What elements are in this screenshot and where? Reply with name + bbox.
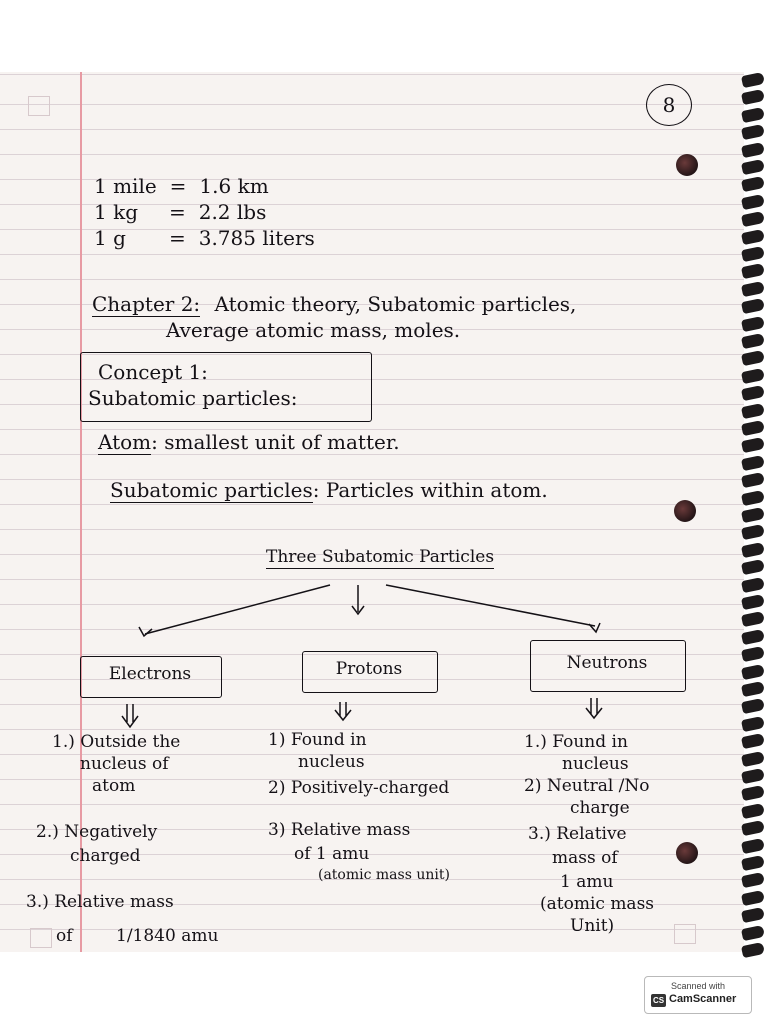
neutrons-mass-unit-cont: Unit) — [570, 916, 615, 936]
concept-box — [80, 352, 372, 422]
down-double-arrow — [121, 704, 139, 729]
conversion-equals: = — [168, 200, 186, 224]
subatomic-definition: Subatomic particles: Particles within at… — [110, 478, 548, 503]
arrowhead — [588, 622, 601, 634]
conversion-left: 1 mile — [94, 174, 157, 198]
conversion-row: 1 mile = 1.6 km — [94, 176, 269, 196]
notebook-paper — [0, 72, 744, 952]
protons-point-1: 1) Found in — [268, 730, 367, 750]
branch-arrow-electrons — [144, 584, 331, 635]
protons-point-1-cont: nucleus — [298, 752, 365, 772]
conversion-left: 1 g — [94, 226, 126, 250]
atom-definition-text: : smallest unit of matter. — [151, 430, 400, 454]
protons-point-3: 3) Relative mass — [268, 820, 411, 840]
protons-box — [302, 651, 438, 693]
conversion-left: 1 kg — [94, 200, 139, 224]
chapter-heading: Chapter 2: Atomic theory, Subatomic part… — [92, 292, 577, 317]
concept-title: Subatomic particles: — [88, 386, 298, 410]
camscanner-watermark: Scanned with CS CamScanner — [644, 976, 752, 1014]
chapter-title-line1: Atomic theory, Subatomic particles, — [214, 292, 577, 316]
notebook-corner-mark — [28, 96, 50, 116]
protons-mass-unit: (atomic mass unit) — [318, 867, 450, 883]
electrons-box — [80, 656, 222, 698]
conversion-row: 1 g = 3.785 liters — [94, 228, 315, 248]
conversion-equals: = — [168, 226, 186, 250]
neutrons-point-2: 2) Neutral /No — [524, 776, 650, 796]
punch-hole — [676, 842, 698, 864]
conversion-right: 2.2 lbs — [198, 200, 267, 224]
page-number: 8 — [646, 84, 692, 126]
watermark-caption: Scanned with — [670, 981, 726, 991]
chapter-title-line2: Average atomic mass, moles. — [166, 318, 461, 342]
arrowhead — [138, 626, 153, 638]
down-double-arrow — [585, 698, 603, 720]
notebook-corner-mark — [674, 924, 696, 944]
neutrons-point-3-cont: 1 amu — [560, 872, 614, 892]
neutrons-point-3-cont: mass of — [552, 848, 618, 868]
margin-line — [80, 72, 82, 952]
neutrons-point-2-cont: charge — [570, 798, 630, 818]
notebook-corner-mark — [30, 928, 52, 948]
electrons-point-2: 2.) Negatively — [36, 822, 158, 842]
conversion-right: 3.785 liters — [198, 226, 315, 250]
neutrons-mass-unit: (atomic mass — [540, 894, 655, 914]
electrons-mass-value: 1/1840 amu — [116, 926, 219, 946]
branch-arrow-neutrons — [385, 584, 596, 627]
conversion-right: 1.6 km — [199, 174, 269, 198]
concept-label: Concept 1: — [98, 360, 208, 384]
electrons-point-1-cont: nucleus of — [80, 754, 169, 774]
neutrons-title: Neutrons — [566, 653, 648, 673]
arrowhead — [351, 605, 365, 616]
protons-title: Protons — [335, 659, 403, 679]
watermark-brand: CamScanner — [669, 993, 737, 1005]
down-double-arrow — [334, 702, 352, 722]
protons-point-2: 2) Positively-charged — [268, 778, 450, 798]
subatomic-term: Subatomic particles — [110, 478, 313, 503]
chapter-label: Chapter 2: — [92, 292, 201, 317]
diagram-heading: Three Subatomic Particles — [266, 547, 495, 569]
atom-definition: Atom: smallest unit of matter. — [98, 430, 400, 455]
conversion-equals: = — [169, 174, 187, 198]
electrons-point-2-cont: charged — [70, 846, 141, 866]
electrons-point-3: 3.) Relative mass — [26, 892, 174, 912]
electrons-title: Electrons — [108, 664, 192, 684]
electrons-point-1-cont: atom — [92, 776, 136, 796]
electrons-point-3-cont: of — [56, 926, 73, 946]
atom-term: Atom — [98, 430, 152, 455]
subatomic-definition-text: : Particles within atom. — [312, 478, 548, 502]
punch-hole — [674, 500, 696, 522]
conversion-row: 1 kg = 2.2 lbs — [94, 202, 266, 222]
neutrons-point-1: 1.) Found in — [524, 732, 628, 752]
neutrons-box — [530, 640, 686, 692]
protons-point-3-cont: of 1 amu — [294, 844, 370, 864]
neutrons-point-3: 3.) Relative — [528, 824, 627, 844]
camscanner-logo: CS — [651, 994, 666, 1007]
punch-hole — [676, 154, 698, 176]
electrons-point-1: 1.) Outside the — [52, 732, 181, 752]
neutrons-point-1-cont: nucleus — [562, 754, 629, 774]
